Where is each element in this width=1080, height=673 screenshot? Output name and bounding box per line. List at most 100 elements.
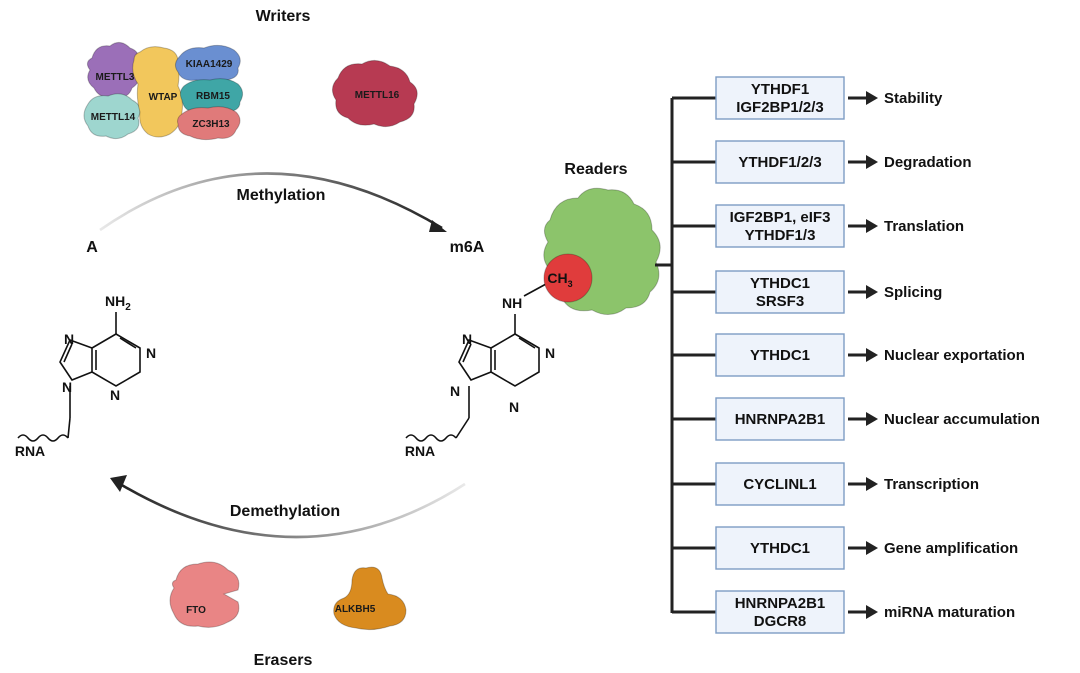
- reader-protein-name: DGCR8: [754, 613, 807, 630]
- ch3-group: [543, 253, 593, 303]
- reader-protein: CH3: [543, 187, 661, 315]
- writers-complex: METTL3 METTL14 WTAP KIAA1429 RBM15 ZC3H1…: [83, 42, 418, 141]
- writer-mettl16: METTL16: [332, 60, 418, 128]
- svg-text:CH3: CH3: [547, 270, 572, 289]
- reader-protein-name: YTHDC1: [750, 275, 810, 292]
- reader-function-label: Splicing: [884, 284, 942, 301]
- writer-kiaa1429: KIAA1429: [174, 44, 241, 83]
- reader-protein-name: IGF2BP1, eIF3: [730, 209, 831, 226]
- m6a-structure: NH N N N N RNA: [405, 283, 555, 459]
- writer-wtap: WTAP: [132, 46, 183, 138]
- reader-row: CYCLINL1 Transcription: [672, 462, 979, 506]
- adenine-structure: NH2 N N N N RNA: [15, 293, 156, 459]
- reader-protein-box: [715, 526, 845, 570]
- reader-row: YTHDC1 Nuclear exportation: [672, 333, 1025, 377]
- nh2-label: NH: [105, 293, 125, 309]
- reader-protein-box: [715, 333, 845, 377]
- rna-label: RNA: [15, 443, 45, 459]
- methylation-label: Methylation: [237, 187, 326, 204]
- writer-rbm15: RBM15: [179, 78, 244, 115]
- reader-bracket: [655, 98, 674, 613]
- reader-protein-box: [715, 204, 845, 248]
- reader-function-label: Nuclear exportation: [884, 347, 1025, 364]
- writer-zc3h13: ZC3H13: [177, 106, 241, 141]
- reader-protein-box: [715, 140, 845, 184]
- erasers-title: Erasers: [254, 652, 313, 669]
- function-arrowhead: [866, 541, 878, 555]
- atom-n: N: [462, 331, 472, 347]
- methylation-arrowhead: [429, 220, 447, 232]
- writer-mettl3: METTL3: [86, 42, 141, 98]
- ch3-label: CH: [547, 270, 567, 286]
- adenosine-label: A: [86, 239, 98, 256]
- reader-protein-name: YTHDC1: [750, 347, 810, 364]
- reader-protein-name: YTHDF1/2/3: [738, 154, 821, 171]
- erasers-group: FTO ALKBH5: [169, 561, 407, 631]
- reader-protein-box: [715, 397, 845, 441]
- eraser-fto: FTO: [169, 561, 240, 628]
- function-arrowhead: [866, 412, 878, 426]
- m6a-label: m6A: [450, 239, 485, 256]
- reader-function-label: Stability: [884, 90, 943, 107]
- reader-protein-name: IGF2BP1/2/3: [736, 99, 824, 116]
- atom-n: N: [545, 345, 555, 361]
- function-arrowhead: [866, 91, 878, 105]
- atom-n: N: [64, 331, 74, 347]
- atom-n: N: [62, 379, 72, 395]
- eraser-alkbh5: ALKBH5: [333, 566, 407, 631]
- writer-label: METTL3: [96, 72, 135, 83]
- reader-row: YTHDF1/2/3 Degradation: [672, 140, 972, 184]
- reader-protein-box: [715, 462, 845, 506]
- function-arrowhead: [866, 219, 878, 233]
- writer-label: ZC3H13: [192, 119, 230, 130]
- reader-protein-name: HNRNPA2B1: [735, 411, 826, 428]
- reader-protein-box: [715, 270, 845, 314]
- writer-label: KIAA1429: [186, 59, 233, 70]
- readers-title: Readers: [564, 161, 627, 178]
- reader-function-label: Gene amplification: [884, 540, 1018, 557]
- reader-function-label: Nuclear accumulation: [884, 411, 1040, 428]
- writer-mettl14: METTL14: [83, 93, 141, 140]
- rna-label: RNA: [405, 443, 435, 459]
- reader-function-label: Degradation: [884, 154, 972, 171]
- demethylation-arrow: [119, 482, 466, 539]
- function-arrowhead: [866, 155, 878, 169]
- function-arrowhead: [866, 285, 878, 299]
- methylation-arrow: [99, 172, 443, 232]
- writer-label: METTL14: [91, 112, 136, 123]
- writer-label: WTAP: [149, 92, 178, 103]
- function-arrowhead: [866, 477, 878, 491]
- reader-function-label: miRNA maturation: [884, 604, 1015, 621]
- reader-protein-box: [715, 590, 845, 634]
- demethylation-arrowhead: [110, 475, 127, 492]
- reader-protein-name: YTHDF1/3: [745, 227, 816, 244]
- atom-n: N: [509, 399, 519, 415]
- reader-protein-name: CYCLINL1: [743, 476, 816, 493]
- svg-text:NH2: NH2: [105, 293, 131, 313]
- nh-label: NH: [502, 295, 522, 311]
- reader-protein-box: [715, 76, 845, 120]
- demethylation-label: Demethylation: [230, 503, 340, 520]
- atom-n: N: [450, 383, 460, 399]
- nh2-subscript: 2: [125, 302, 131, 313]
- reader-protein-name: YTHDC1: [750, 540, 810, 557]
- writer-label: METTL16: [355, 90, 400, 101]
- eraser-label: ALKBH5: [335, 604, 376, 615]
- reader-protein-name: HNRNPA2B1: [735, 595, 826, 612]
- function-arrowhead: [866, 348, 878, 362]
- reader-function-label: Translation: [884, 218, 964, 235]
- reader-row: YTHDC1 Gene amplification: [672, 526, 1018, 570]
- reader-row: HNRNPA2B1 Nuclear accumulation: [672, 397, 1040, 441]
- atom-n: N: [110, 387, 120, 403]
- function-arrowhead: [866, 605, 878, 619]
- reader-function-label: Transcription: [884, 476, 979, 493]
- ch3-subscript: 3: [568, 279, 573, 289]
- writers-title: Writers: [256, 8, 311, 25]
- eraser-label: FTO: [186, 605, 206, 616]
